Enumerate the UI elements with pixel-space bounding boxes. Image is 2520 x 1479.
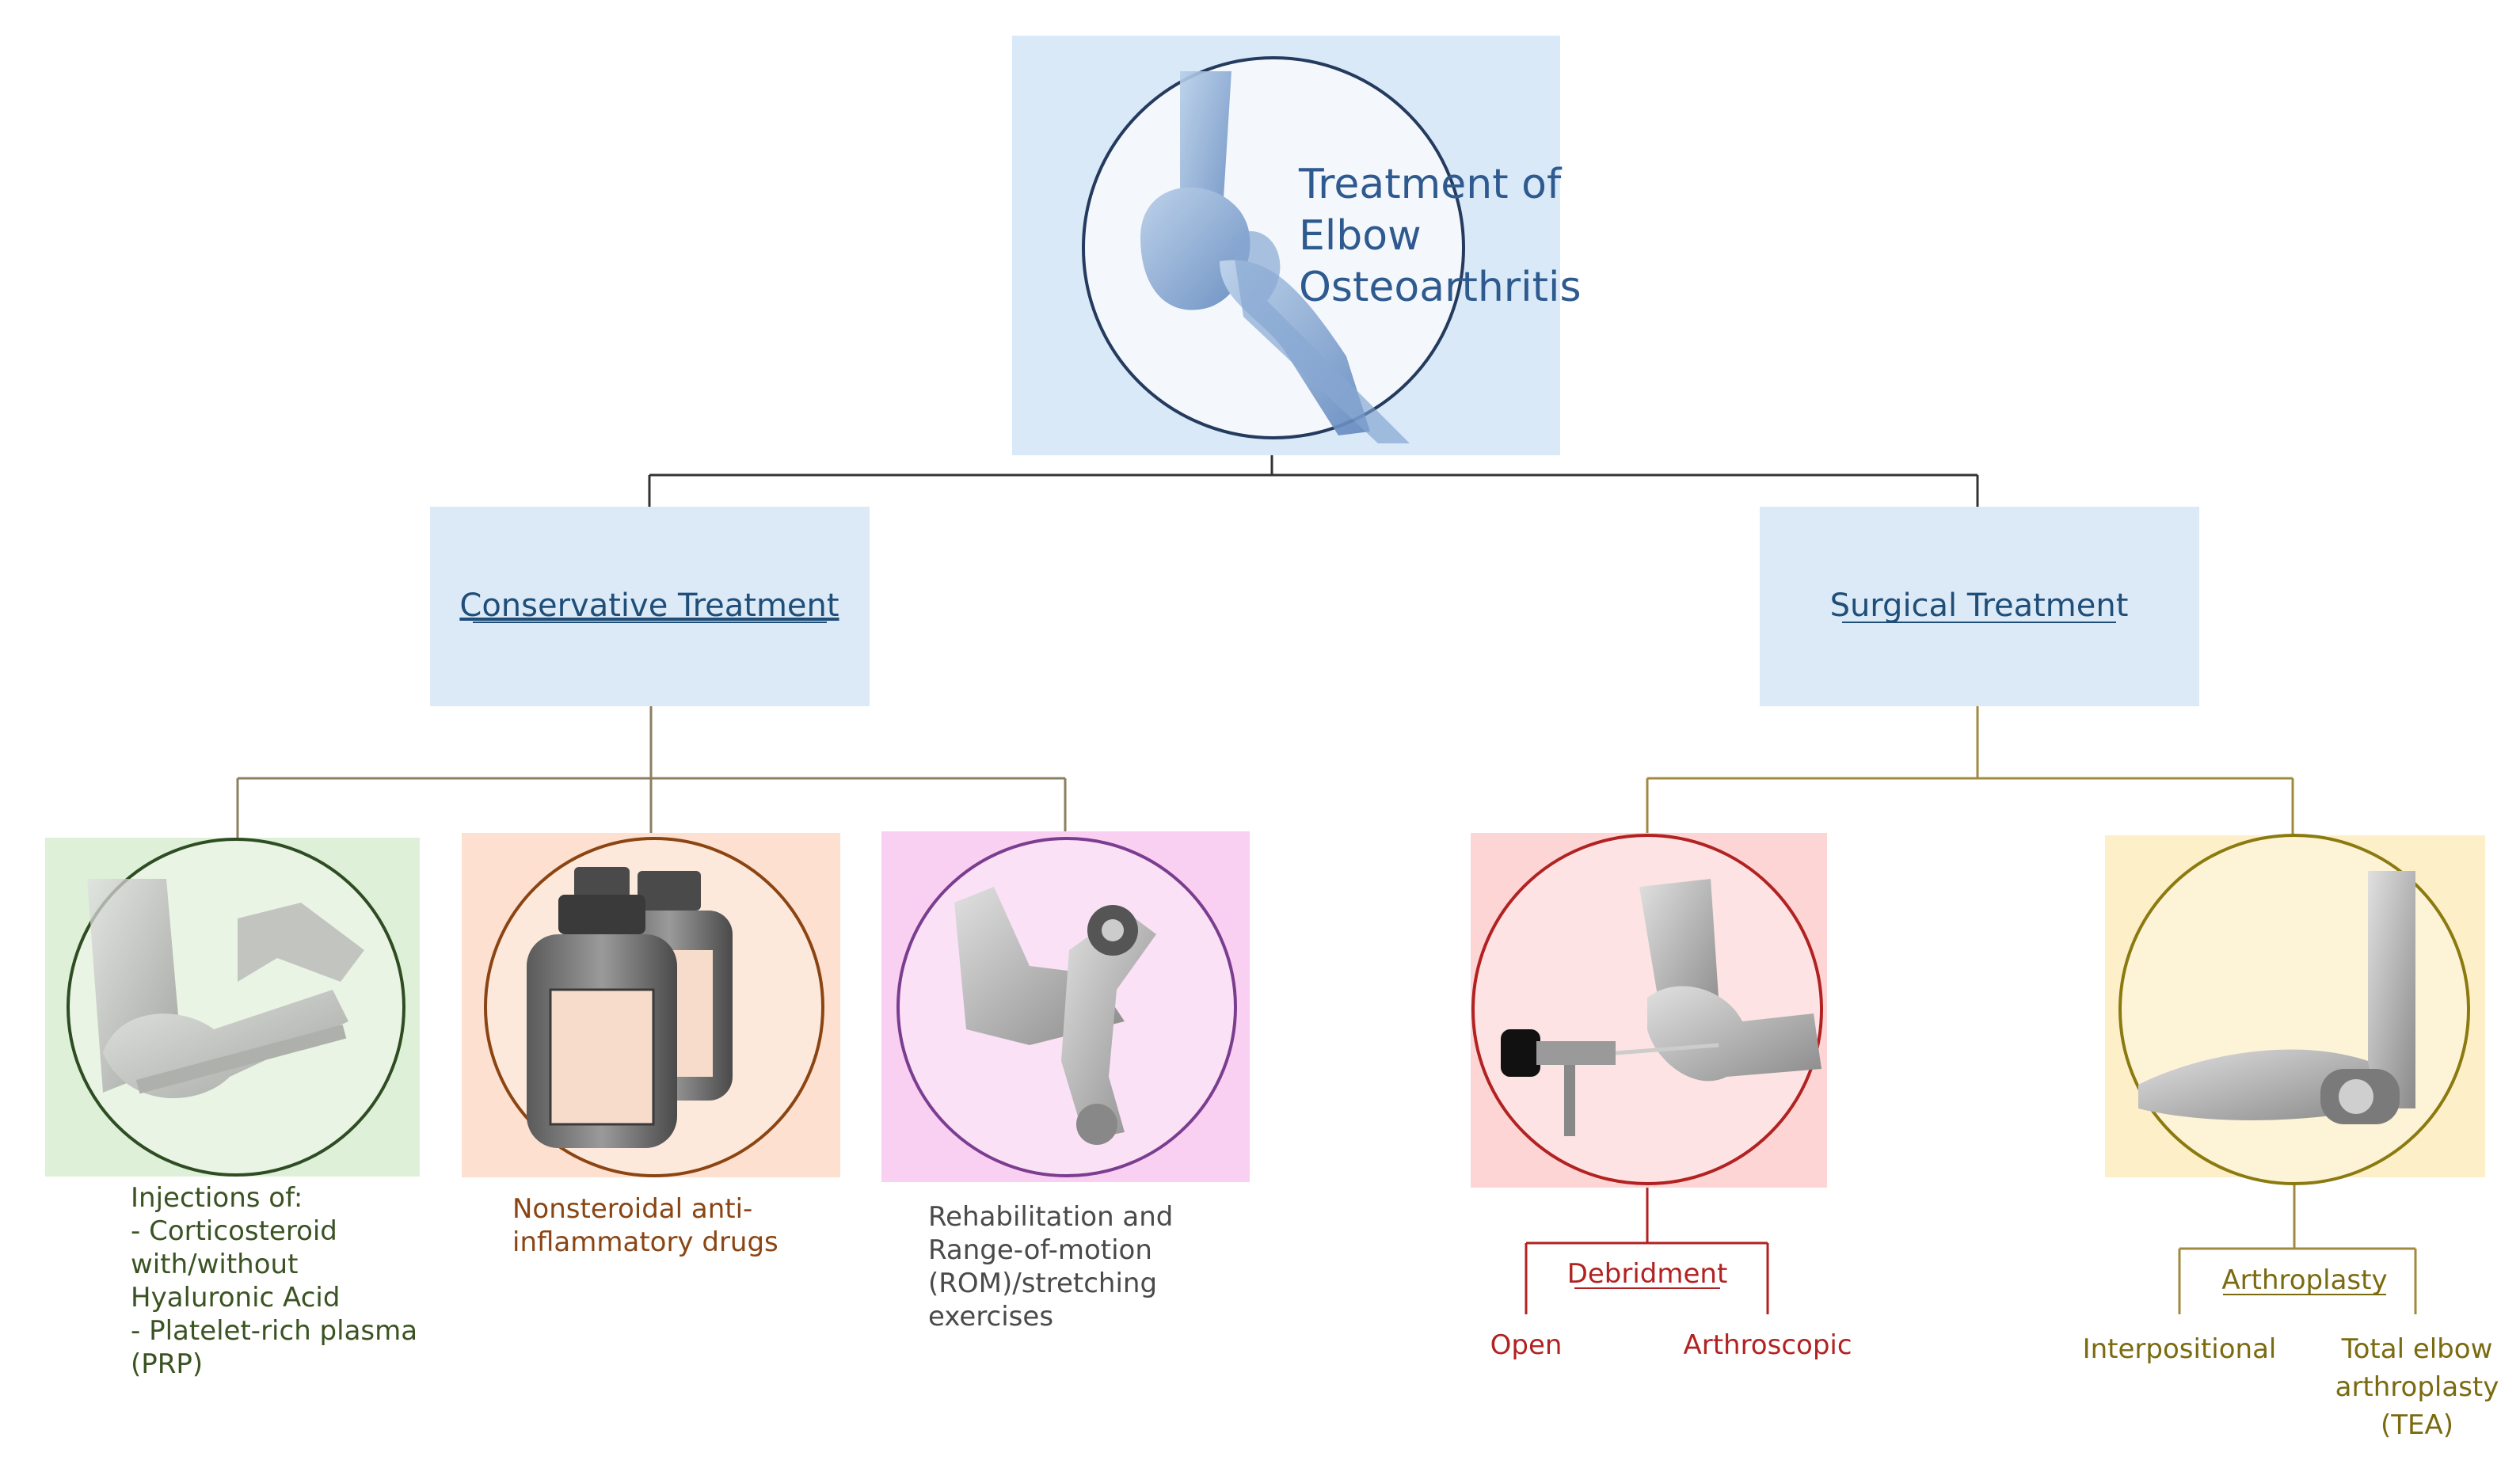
debridment-option-open: Open	[1490, 1329, 1563, 1361]
injections-text-line-5: - Platelet-rich plasma	[131, 1315, 417, 1347]
injections-node: Injections of: - Corticosteroid with/wit…	[45, 838, 420, 1380]
conservative-treatment-node[interactable]: Conservative Treatment	[430, 507, 870, 706]
tea-text-line-1: Total elbow	[2341, 1333, 2493, 1365]
injections-text-line-6: (PRP)	[131, 1348, 203, 1380]
injections-text-line-3: with/without	[131, 1249, 298, 1280]
arthroplasty-option-interpositional: Interpositional	[2083, 1333, 2277, 1365]
elbow-bone-illustration	[1140, 71, 1410, 443]
surgical-treatment-label: Surgical Treatment	[1830, 587, 2129, 624]
injections-text-line-2: - Corticosteroid	[131, 1215, 337, 1247]
stretching-arms-illustration	[954, 887, 1156, 1145]
nsaids-node: Nonsteroidal anti- inflammatory drugs	[462, 833, 840, 1258]
injections-text-line-1: Injections of:	[131, 1182, 303, 1214]
root-title-line-1: Treatment of	[1298, 161, 1563, 208]
injections-text-line-4: Hyaluronic Acid	[131, 1282, 340, 1314]
arthroplasty-node: Arthroplasty Interpositional Total elbow…	[2083, 834, 2499, 1441]
debridment-option-arthroscopic: Arthroscopic	[1683, 1329, 1852, 1361]
surgical-box	[1760, 507, 2199, 706]
elbow-implant-illustration	[2138, 871, 2415, 1124]
rehab-text-line-3: (ROM)/stretching	[928, 1268, 1157, 1299]
debridment-label: Debridment	[1567, 1258, 1728, 1290]
rehab-text-line-1: Rehabilitation and	[928, 1201, 1173, 1233]
root-node: Treatment of Elbow Osteoarthritis	[1012, 36, 1582, 455]
debridment-node: Debridment Open Arthroscopic	[1471, 833, 1852, 1361]
rehab-text-line-4: exercises	[928, 1301, 1053, 1333]
root-title-line-2: Elbow	[1299, 212, 1422, 260]
arthroscope-illustration	[1501, 879, 1821, 1136]
arthroplasty-label: Arthroplasty	[2221, 1264, 2387, 1296]
nsaids-text-line-2: inflammatory drugs	[512, 1226, 778, 1258]
arthroplasty-circle	[2118, 834, 2470, 1185]
conservative-treatment-label: Conservative Treatment	[459, 587, 839, 624]
conservative-box	[430, 507, 870, 706]
root-title-line-3: Osteoarthritis	[1299, 264, 1582, 311]
surgical-treatment-node[interactable]: Surgical Treatment	[1760, 507, 2199, 706]
tea-text-line-2: arthroplasty	[2335, 1371, 2499, 1403]
rehab-text-line-2: Range-of-motion	[928, 1234, 1152, 1266]
pill-bottles-illustration	[527, 867, 733, 1148]
connector-lines	[236, 451, 2417, 1314]
injection-elbow-illustration	[87, 879, 364, 1099]
nsaids-text-line-1: Nonsteroidal anti-	[512, 1193, 752, 1225]
rehab-node: Rehabilitation and Range-of-motion (ROM)…	[881, 831, 1250, 1333]
tea-text-line-3: (TEA)	[2381, 1409, 2453, 1441]
